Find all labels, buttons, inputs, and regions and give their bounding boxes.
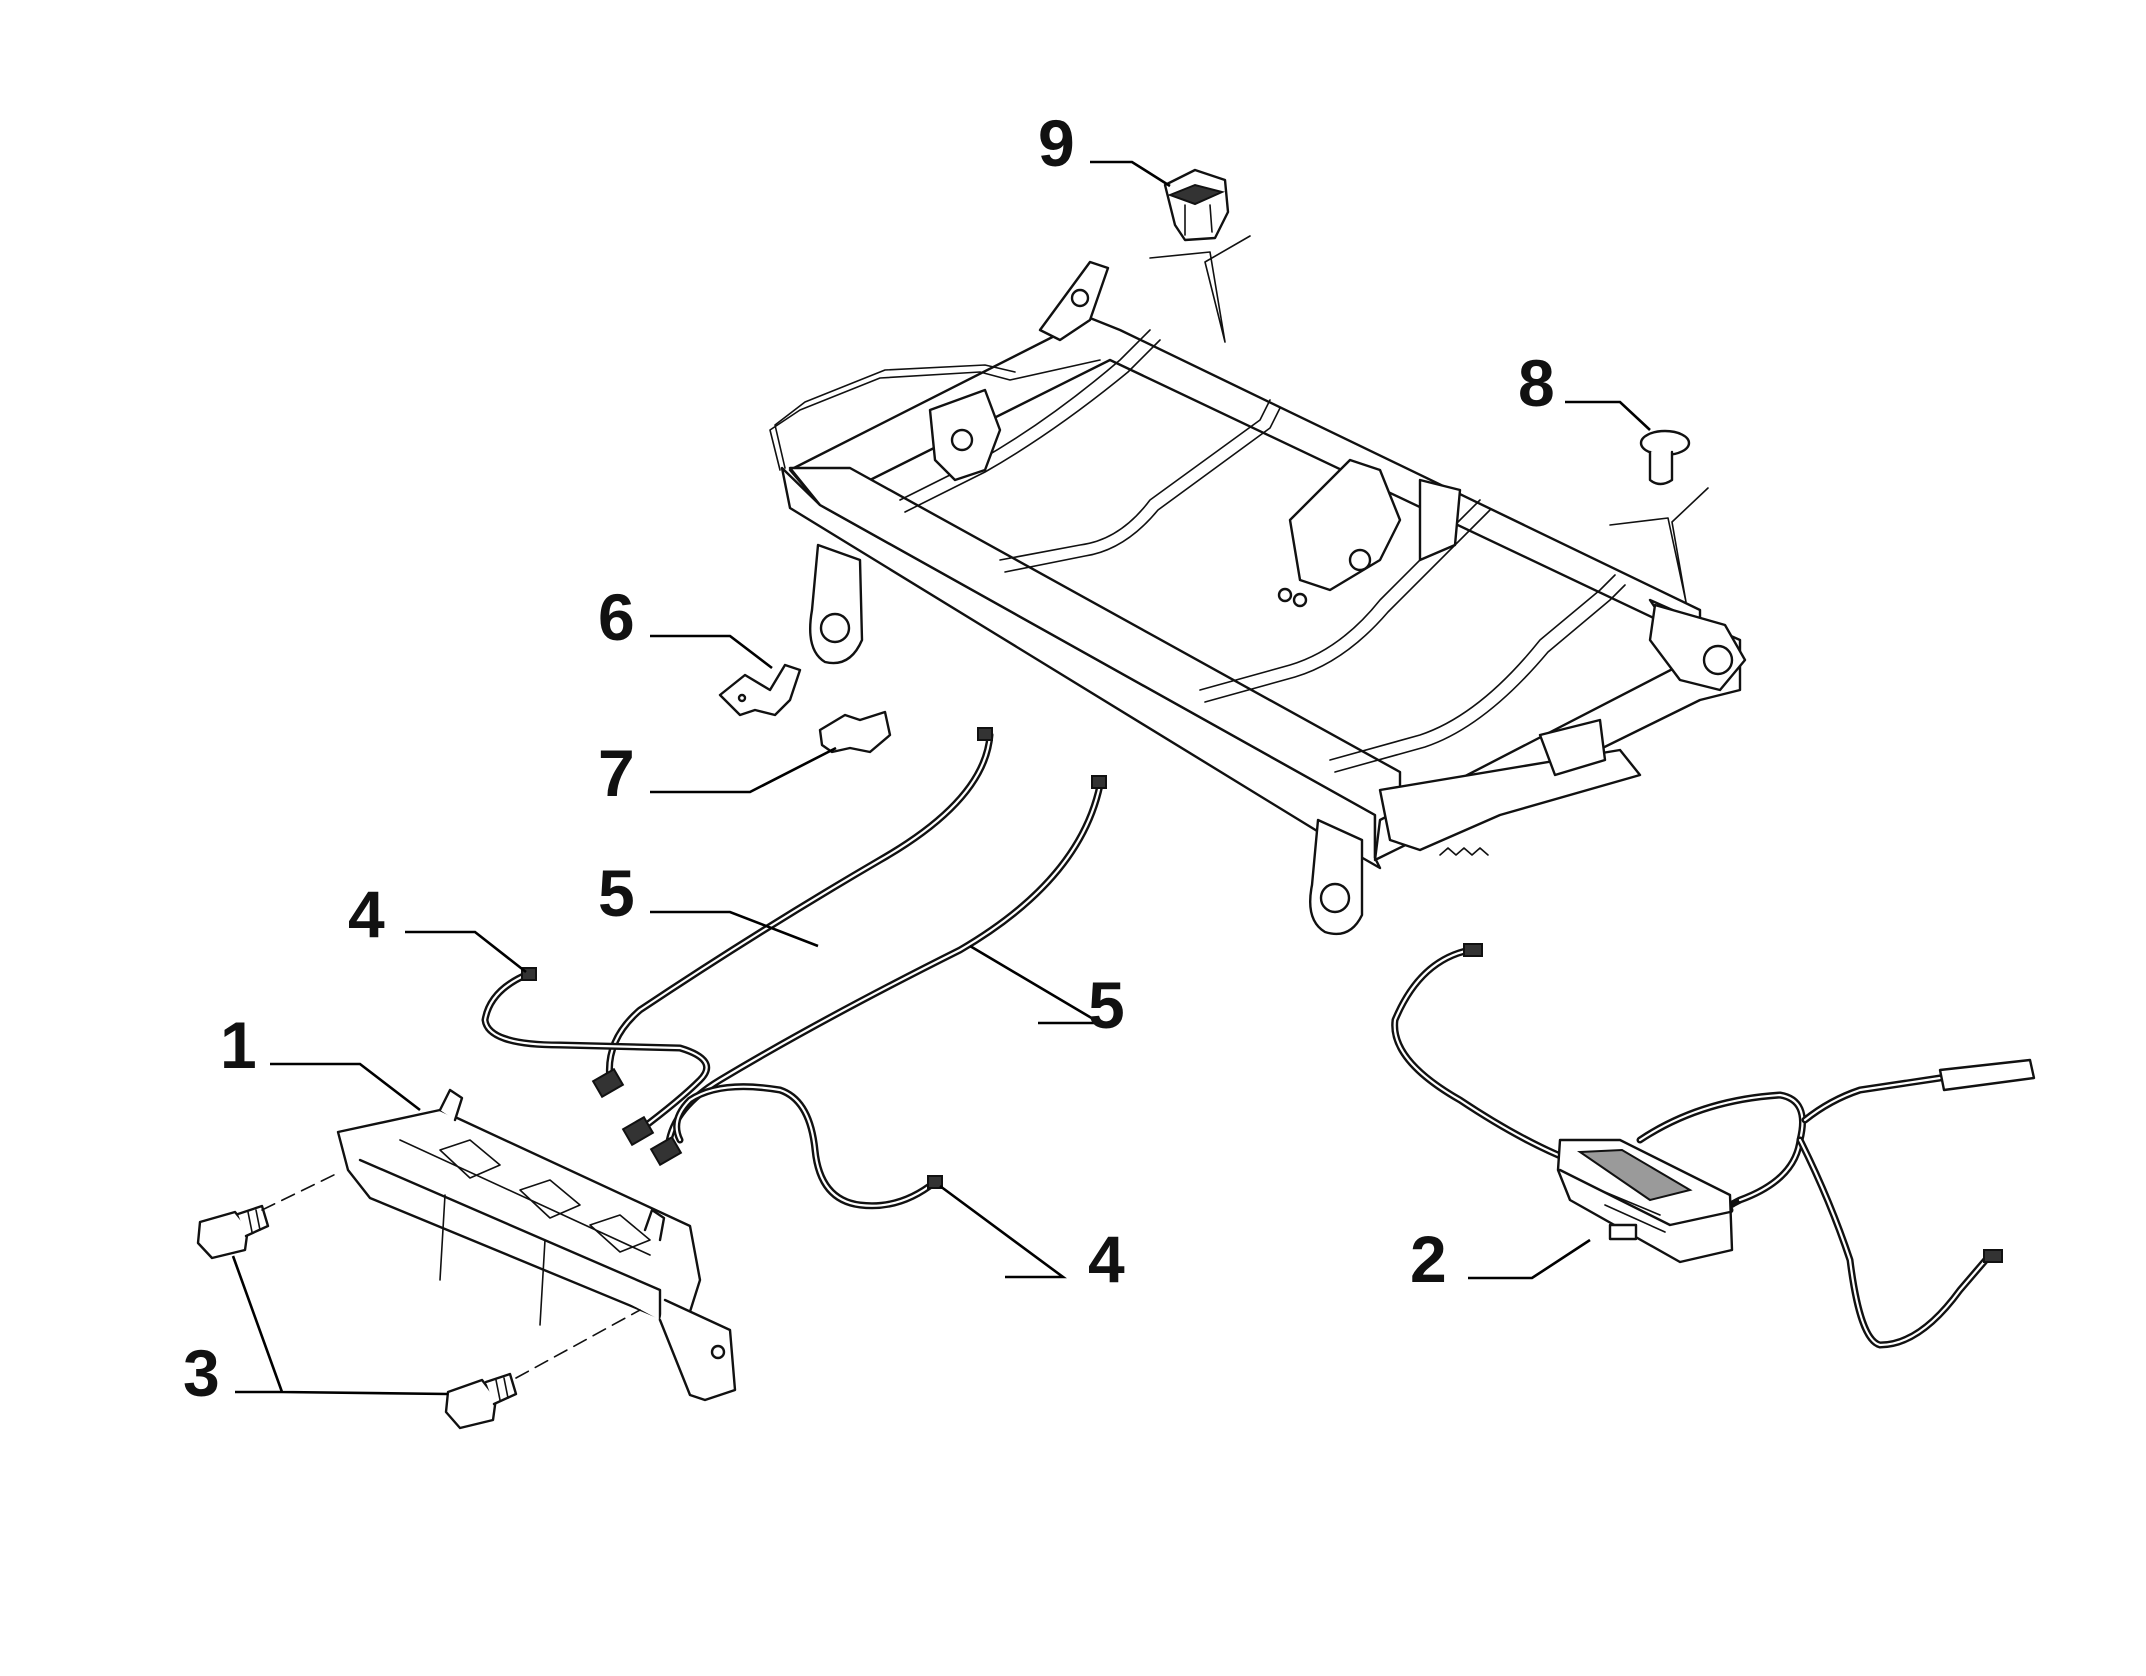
callout-2: 2 [1410, 1222, 1447, 1296]
callout-5-upper: 5 [598, 856, 635, 930]
clip-top [1163, 168, 1230, 242]
callout-5-lower: 5 [1088, 968, 1125, 1042]
callout-4-lower: 4 [1088, 1222, 1125, 1296]
callout-8: 8 [1518, 346, 1555, 420]
callout-4-upper: 4 [348, 877, 385, 951]
switch-panel [336, 1088, 737, 1402]
cable-left [481, 967, 711, 1147]
callout-7: 7 [598, 736, 635, 810]
callout-9: 9 [1038, 106, 1075, 180]
cable-right [673, 1083, 943, 1210]
cable-long [591, 727, 994, 1099]
clip [818, 710, 892, 754]
callout-labels: 1 2 3 4 4 5 5 6 7 8 9 [183, 106, 1555, 1410]
control-unit-with-harness [1391, 943, 2036, 1349]
cable-short [649, 775, 1107, 1167]
seat-frame [769, 260, 1747, 936]
callout-1: 1 [220, 1008, 257, 1082]
leader-lines [231, 160, 1651, 1396]
callout-3: 3 [183, 1336, 220, 1410]
screw-lower [444, 1372, 518, 1430]
callout-6: 6 [598, 580, 635, 654]
screw-upper [196, 1204, 270, 1260]
rivet [1639, 429, 1691, 486]
bracket [718, 663, 802, 717]
